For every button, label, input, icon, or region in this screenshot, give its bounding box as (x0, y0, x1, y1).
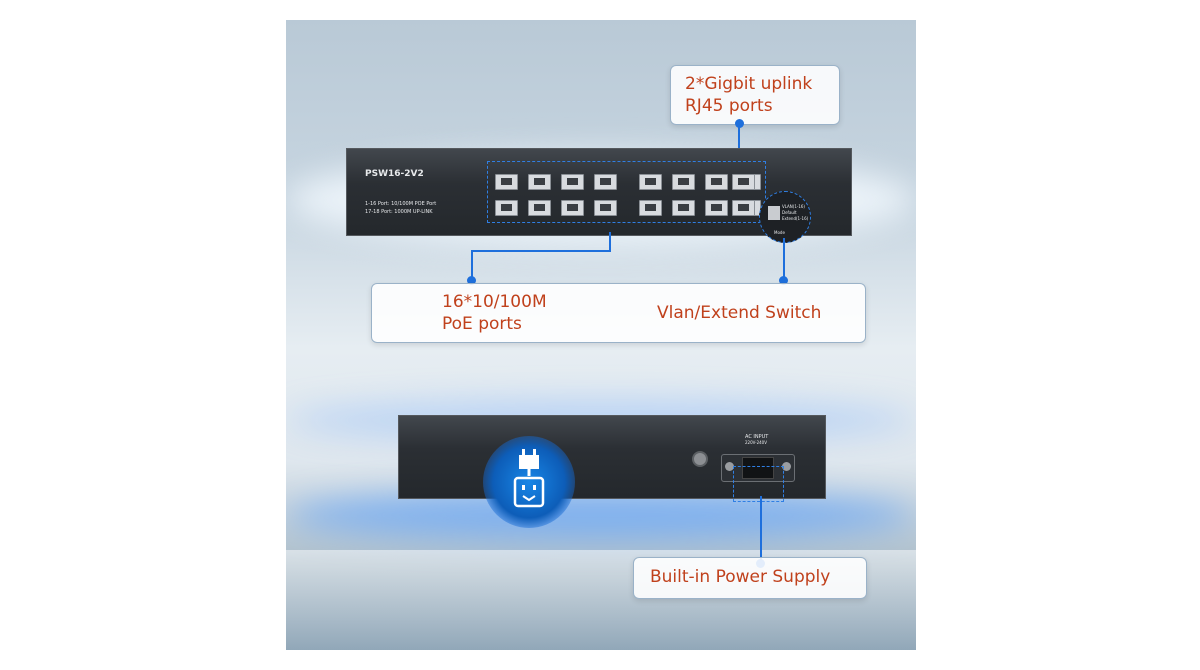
poe-callout-line2: PoE ports (442, 314, 522, 334)
uplink-callout-line1: 2*Gigbit uplink (685, 74, 813, 94)
product-image-panel: 2*Gigbit uplink RJ45 ports PSW16-2V2 1-1… (286, 20, 916, 650)
poe-ports-highlight (487, 161, 766, 223)
plate-screw-left (725, 462, 734, 471)
plate-screw-right (782, 462, 791, 471)
dip-label-extend: Extend(1-16) (782, 216, 809, 221)
port-info-line1: 1-16 Port: 10/100M POE Port (365, 201, 437, 207)
dip-label-default: Default (782, 210, 797, 215)
uplink-port-18 (732, 200, 755, 216)
port-info-line2: 17-18 Port: 1000M UP-LINK (365, 209, 433, 215)
power-callout: Built-in Power Supply (633, 557, 867, 599)
dip-label-vlan: VLAN(1-16) (782, 204, 805, 209)
poe-port (561, 200, 584, 216)
power-icon-badge (483, 436, 575, 528)
uplink-line (738, 123, 740, 163)
iec-socket (742, 457, 774, 479)
poe-port (705, 200, 728, 216)
poe-port (672, 200, 695, 216)
poe-port (705, 174, 728, 190)
dip-switch-magnifier: VLAN(1-16) Default Extend(1-16) Mode (759, 191, 811, 243)
ac-voltage-label: 220V-240V (745, 440, 767, 445)
poe-port (561, 174, 584, 190)
poe-port (528, 200, 551, 216)
switch-rear-panel: AC INPUT 220V-240V (398, 415, 826, 528)
power-socket-highlight (733, 466, 784, 502)
dip-switch (768, 206, 780, 220)
poe-port (495, 174, 518, 190)
power-line (760, 496, 762, 562)
poe-port (495, 200, 518, 216)
mode-label: Mode (774, 230, 785, 235)
switch-front-panel: PSW16-2V2 1-16 Port: 10/100M POE Port 17… (346, 148, 852, 243)
poe-port (639, 174, 662, 190)
vlan-dot (779, 276, 788, 285)
poe-line-horizontal (471, 250, 611, 252)
poe-vlan-callout: 16*10/100M PoE ports Vlan/Extend Switch (371, 283, 866, 343)
uplink-callout: 2*Gigbit uplink RJ45 ports (670, 65, 840, 125)
uplink-callout-line2: RJ45 ports (685, 96, 773, 116)
model-label: PSW16-2V2 (365, 169, 424, 179)
vlan-callout-text: Vlan/Extend Switch (657, 303, 822, 323)
ac-input-label: AC INPUT (745, 434, 769, 440)
power-plug-icon (513, 449, 545, 508)
poe-port (639, 200, 662, 216)
uplink-port-17 (732, 174, 755, 190)
vlan-line (783, 238, 785, 278)
poe-callout-line1: 16*10/100M (442, 292, 547, 312)
poe-dot (467, 276, 476, 285)
poe-line-vertical (609, 232, 611, 252)
power-callout-text: Built-in Power Supply (650, 567, 831, 587)
poe-port (594, 174, 617, 190)
ground-screw (692, 451, 708, 467)
poe-port (672, 174, 695, 190)
poe-port (594, 200, 617, 216)
poe-port (528, 174, 551, 190)
poe-line-drop (471, 250, 473, 280)
